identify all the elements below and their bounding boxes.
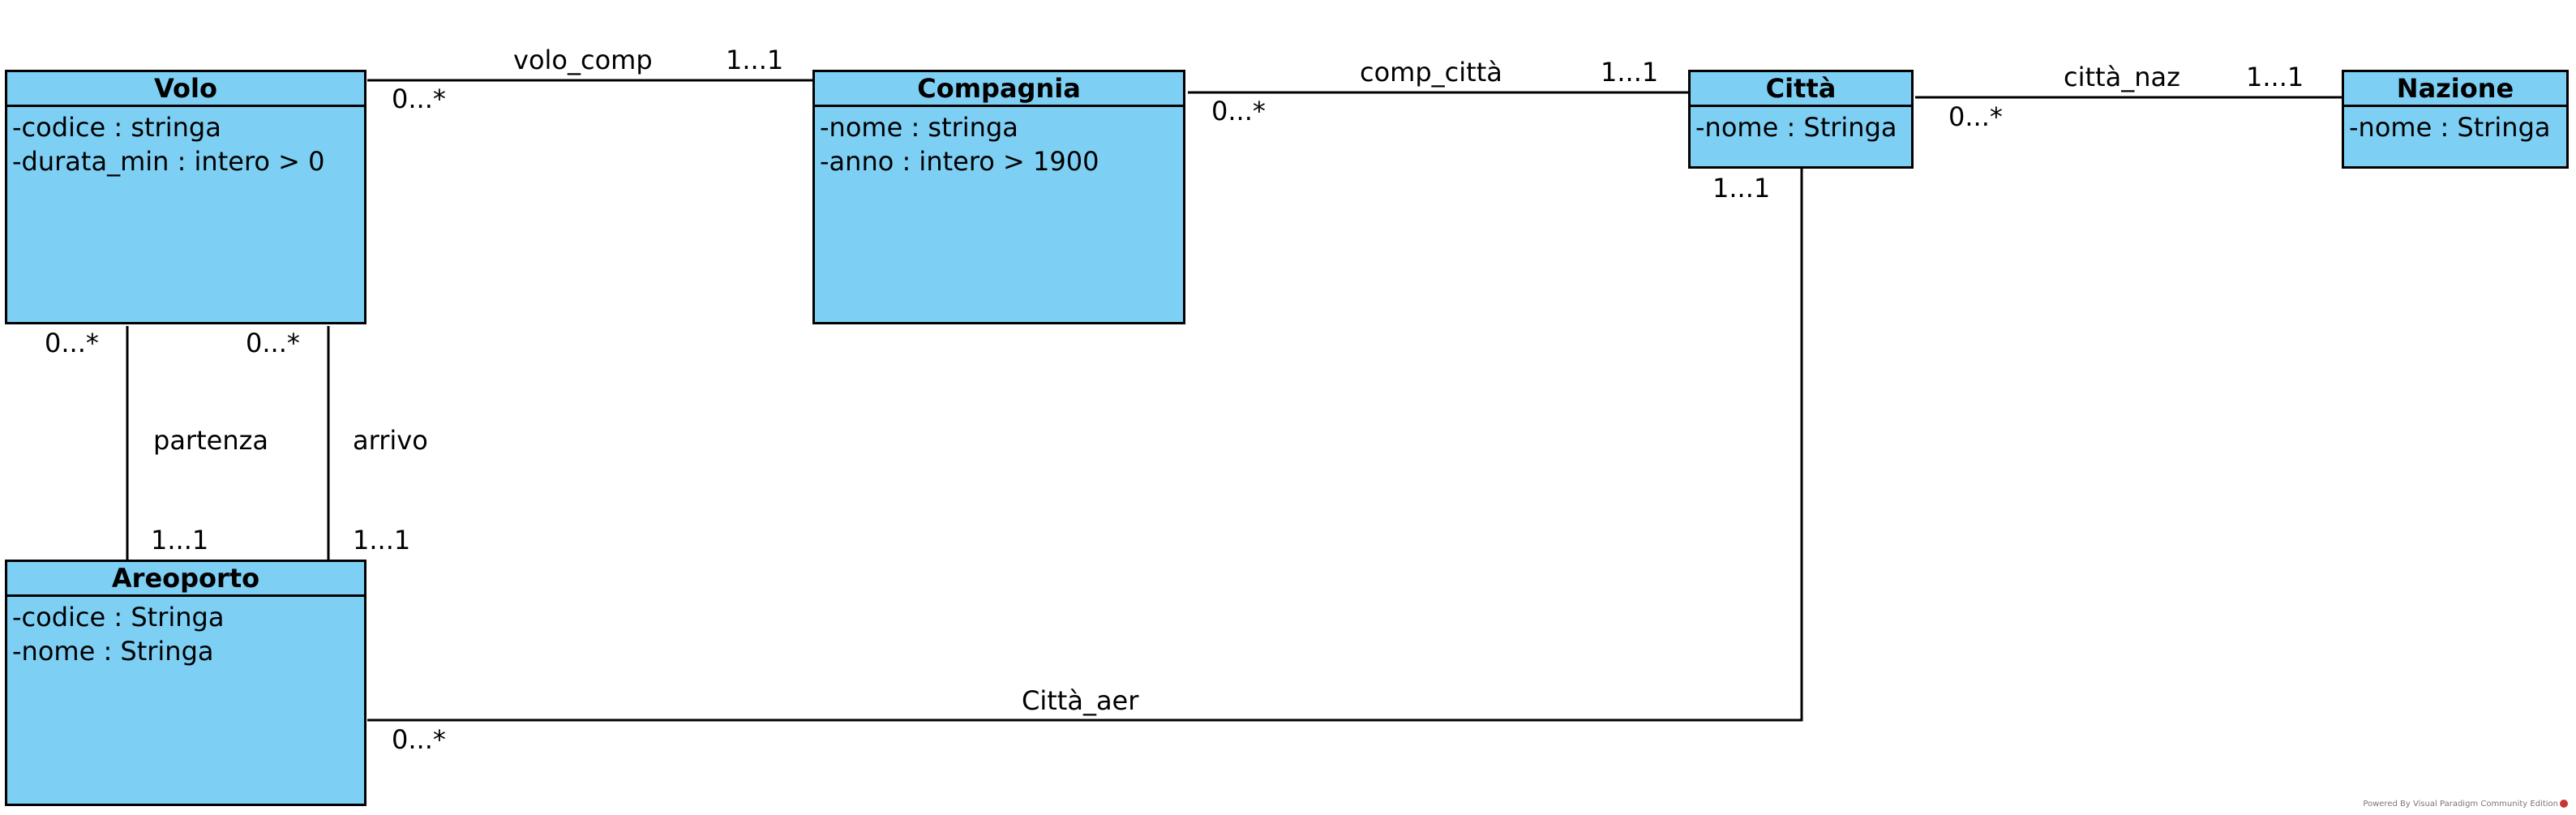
assoc-comp-citta-mult-to: 1...1: [1601, 57, 1659, 88]
watermark: Powered By Visual Paradigm Community Edi…: [2363, 800, 2568, 809]
class-nazione-name: Nazione: [2344, 72, 2566, 107]
assoc-comp-citta-mult-from: 0...*: [1211, 96, 1266, 127]
attribute: -codice : Stringa: [12, 602, 225, 633]
assoc-comp-citta-name: comp_città: [1360, 57, 1502, 88]
assoc-volo-comp-name: volo_comp: [513, 45, 653, 75]
assoc-arrivo-mult-to: 1...1: [353, 525, 411, 555]
assoc-arrivo-name: arrivo: [353, 425, 428, 456]
attribute: -nome : Stringa: [1695, 112, 1897, 143]
class-nazione[interactable]: Nazione -nome : Stringa: [2342, 70, 2569, 169]
assoc-volo-comp-mult-to: 1...1: [726, 45, 784, 75]
assoc-partenza-mult-from: 0...*: [45, 328, 99, 358]
assoc-volo-comp-mult-from: 0...*: [392, 84, 446, 114]
class-nazione-attributes: -nome : Stringa: [2344, 107, 2566, 148]
assoc-partenza-name: partenza: [153, 425, 268, 456]
attribute: -nome : stringa: [820, 112, 1018, 143]
assoc-citta-aer-name: Città_aer: [1022, 685, 1139, 716]
class-citta-name: Città: [1691, 72, 1911, 107]
assoc-arrivo-mult-from: 0...*: [246, 328, 300, 358]
assoc-citta-aer-mult-to: 1...1: [1712, 173, 1771, 204]
citta-aer-line: [367, 169, 1803, 722]
class-areoporto-name: Areoporto: [7, 562, 364, 597]
watermark-text: Powered By Visual Paradigm Community Edi…: [2363, 800, 2558, 809]
class-citta[interactable]: Città -nome : Stringa: [1688, 70, 1914, 169]
class-compagnia-attributes: -nome : stringa -anno : intero > 1900: [815, 107, 1183, 182]
attribute: -codice : stringa: [12, 112, 221, 143]
assoc-citta-aer-mult-from: 0...*: [392, 724, 446, 755]
class-volo[interactable]: Volo -codice : stringa -durata_min : int…: [5, 70, 366, 324]
visual-paradigm-logo-icon: [2560, 800, 2568, 808]
assoc-citta-naz-mult-to: 1...1: [2246, 62, 2304, 92]
attribute: -nome : Stringa: [2349, 112, 2551, 143]
class-compagnia-name: Compagnia: [815, 72, 1183, 107]
class-volo-attributes: -codice : stringa -durata_min : intero >…: [7, 107, 364, 182]
class-areoporto[interactable]: Areoporto -codice : Stringa -nome : Stri…: [5, 560, 366, 806]
attribute: -nome : Stringa: [12, 636, 214, 667]
assoc-partenza-mult-to: 1...1: [151, 525, 209, 555]
class-citta-attributes: -nome : Stringa: [1691, 107, 1911, 148]
class-volo-name: Volo: [7, 72, 364, 107]
attribute: -durata_min : intero > 0: [12, 146, 325, 177]
class-areoporto-attributes: -codice : Stringa -nome : Stringa: [7, 597, 364, 671]
assoc-citta-naz-mult-from: 0...*: [1948, 101, 2003, 132]
attribute: -anno : intero > 1900: [820, 146, 1099, 177]
class-compagnia[interactable]: Compagnia -nome : stringa -anno : intero…: [812, 70, 1185, 324]
assoc-citta-naz-name: città_naz: [2064, 62, 2180, 92]
